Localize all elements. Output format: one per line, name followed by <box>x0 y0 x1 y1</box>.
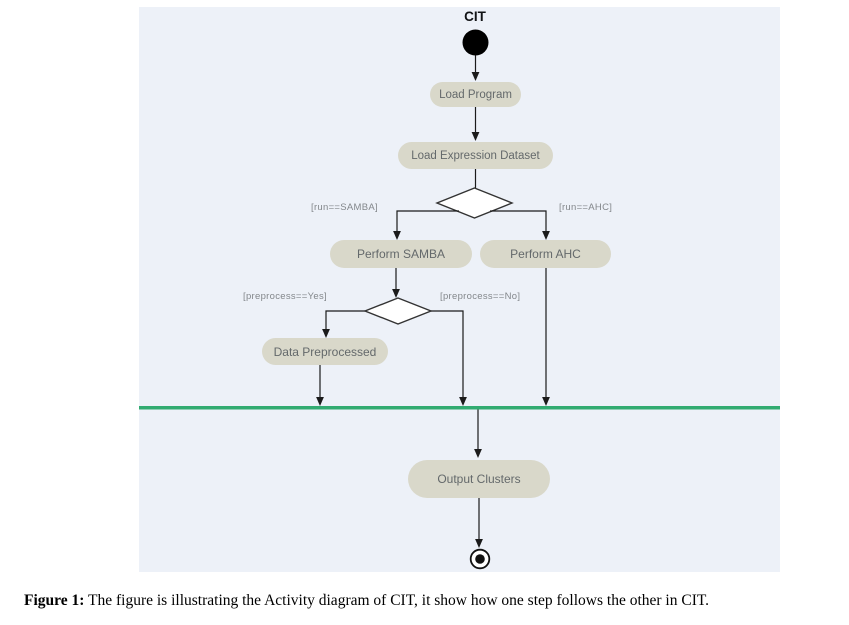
activity-node-data-preprocessed: Data Preprocessed <box>262 338 388 365</box>
diagram-connectors <box>139 29 780 570</box>
join-bar <box>139 406 780 410</box>
arrowhead-join-right <box>542 397 550 406</box>
initial-node <box>462 29 489 56</box>
guard-label-preprocess-no: [preprocess==No] <box>440 291 521 302</box>
arrowhead-load-program <box>471 72 480 81</box>
arrowhead-final-node <box>475 539 483 548</box>
activity-node-load-expression-dataset: Load Expression Dataset <box>398 142 553 169</box>
guard-label-run-samba: [run==SAMBA] <box>311 202 378 213</box>
activity-diagram-canvas: CIT Load Program Load Expression Dataset… <box>139 7 780 572</box>
figure-caption-text: The figure is illustrating the Activity … <box>84 592 710 609</box>
arrowhead-join-left <box>316 397 324 406</box>
activity-node-perform-ahc: Perform AHC <box>480 240 611 268</box>
diagram-title: CIT <box>464 9 486 24</box>
arrowhead-perform-samba <box>393 231 401 240</box>
activity-node-load-program: Load Program <box>430 82 521 107</box>
figure-caption-label: Figure 1: <box>24 592 85 609</box>
decision-run-diamond <box>435 187 514 219</box>
activity-node-output-clusters: Output Clusters <box>408 460 550 498</box>
guard-label-run-ahc: [run==AHC] <box>559 202 613 213</box>
arrowhead-load-dataset <box>471 132 480 141</box>
edge-decision1-samba <box>396 210 459 232</box>
arrowhead-perform-ahc <box>542 231 550 240</box>
guard-label-preprocess-yes: [preprocess==Yes] <box>243 291 327 302</box>
activity-node-perform-samba: Perform SAMBA <box>330 240 472 268</box>
arrowhead-output-clusters <box>474 449 482 458</box>
edge-decision1-ahc <box>490 210 547 232</box>
arrowhead-decision2 <box>392 289 400 298</box>
arrowhead-data-preprocessed <box>322 329 330 338</box>
edge-decision2-join <box>431 310 464 398</box>
decision-preprocess-diamond <box>363 297 433 325</box>
final-node-dot <box>475 554 485 564</box>
arrowhead-join-middle <box>459 397 467 406</box>
figure-caption: Figure 1: The figure is illustrating the… <box>24 592 836 610</box>
edge-decision2-preprocessed <box>325 310 365 330</box>
